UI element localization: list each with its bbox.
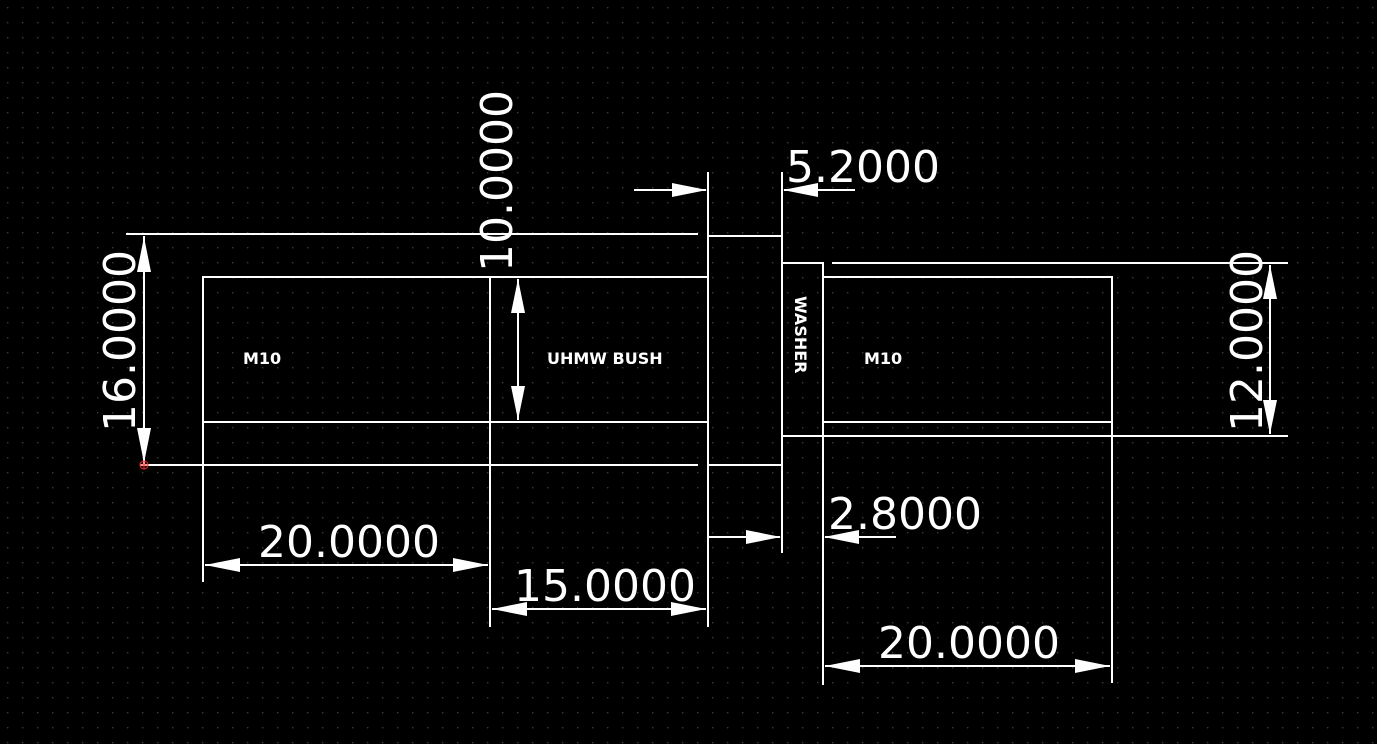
crosshair-icon [139,460,149,470]
arrow-up-icon [1263,265,1277,299]
arrow-down-icon [1263,400,1277,434]
dimension-lines [137,183,1277,685]
dim-10-text[interactable]: 10.0000 [472,90,523,272]
dim-12-text[interactable]: 12.0000 [1222,250,1273,432]
dimension-texts: 16.0000 10.0000 5.2000 12.0000 20.0000 1… [95,90,1273,669]
arrow-left-icon [824,530,859,544]
dim-20-right-text[interactable]: 20.0000 [878,618,1060,669]
left-m10-label[interactable]: M10 [243,349,281,368]
dim-2-8-text[interactable]: 2.8000 [828,489,982,540]
bush-label[interactable]: UHMW BUSH [547,349,663,368]
arrow-down-icon [137,428,151,463]
dim-16-text[interactable]: 16.0000 [95,250,146,432]
arrow-left-icon [492,602,527,616]
dim-20-left-text[interactable]: 20.0000 [258,517,440,568]
arrow-right-icon [453,558,488,572]
arrow-up-icon [511,279,525,313]
arrow-right-icon [672,183,707,197]
arrow-right-icon [1075,659,1110,673]
part-outlines [126,172,1288,683]
arrow-up-icon [137,237,151,272]
washer-label[interactable]: WASHER [791,296,810,373]
part-labels: M10 UHMW BUSH WASHER M10 [243,296,902,373]
arrow-left-icon [783,183,818,197]
arrow-right-icon [746,530,781,544]
arrow-down-icon [511,386,525,420]
dim-15-text[interactable]: 15.0000 [514,561,696,612]
dim-5-2-text[interactable]: 5.2000 [786,142,940,193]
arrow-left-icon [205,558,240,572]
arrow-right-icon [671,602,706,616]
arrow-left-icon [825,659,860,673]
right-m10-label[interactable]: M10 [864,349,902,368]
